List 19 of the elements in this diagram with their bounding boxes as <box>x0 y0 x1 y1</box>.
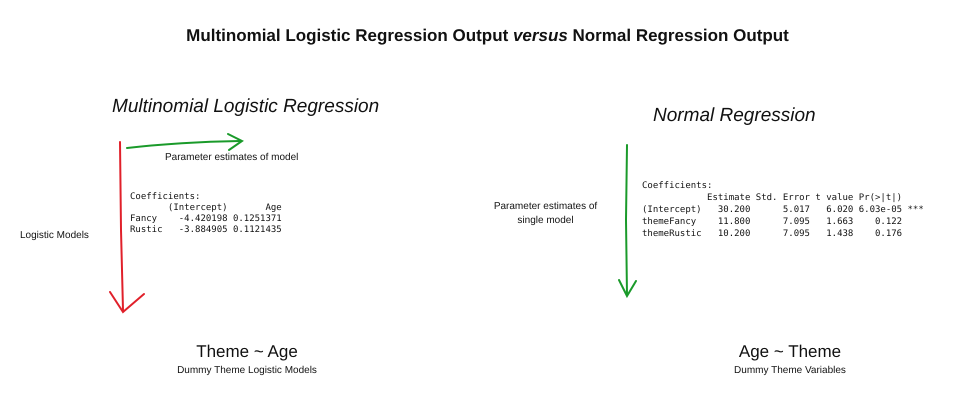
annotation-text: Logistic Models <box>20 230 89 241</box>
code-output-line: themeRustic 10.200 7.095 1.438 0.176 <box>642 229 902 239</box>
code-output-line: Fancy -4.420198 0.1251371 <box>130 214 282 224</box>
code-output-line: (Intercept) 30.200 5.017 6.020 6.03e-05 *** <box>642 205 924 215</box>
diagram-title: Multinomial Logistic Regression Output versus Normal Regression Output <box>185 26 790 46</box>
code-output-line: Estimate Std. Error t value Pr(>|t|) <box>706 193 902 203</box>
code-output-line: (Intercept) Age <box>166 203 282 213</box>
code-output-line: themeFancy 11.800 7.095 1.663 0.122 <box>642 217 902 227</box>
code-output-line: Coefficients: <box>130 192 200 202</box>
section-heading: Normal Regression <box>653 105 816 127</box>
annotation-text: Parameter estimates of single model <box>492 200 598 228</box>
formula-text: Theme ~ Age <box>195 342 299 362</box>
formula-text: Age ~ Theme <box>738 342 842 362</box>
caption-text: Dummy Theme Logistic Models <box>176 365 318 376</box>
code-output-line: Rustic -3.884905 0.1121435 <box>130 225 282 235</box>
section-heading: Multinomial Logistic Regression <box>112 96 380 118</box>
caption-text: Dummy Theme Variables <box>733 365 847 376</box>
code-output-line: Coefficients: <box>642 181 712 191</box>
annotation-text: Parameter estimates of model <box>165 152 298 163</box>
